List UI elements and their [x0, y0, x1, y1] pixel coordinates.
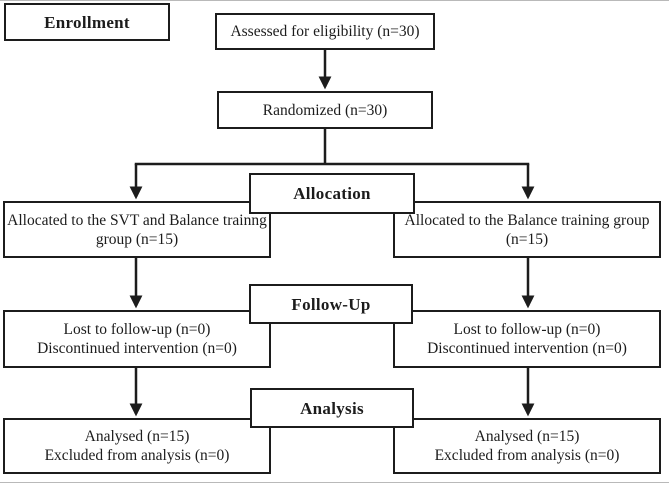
- allocated-svt-balance-box: Allocated to the SVT and Balance trainng…: [3, 201, 271, 258]
- allocated-svt-balance-line2: group (n=15): [95, 230, 179, 248]
- lost-to-follow-up-left: Lost to follow-up (n=0): [63, 321, 211, 338]
- excluded-from-analysis-left: Excluded from analysis (n=0): [44, 447, 230, 464]
- follow-up-right-box: Lost to follow-up (n=0) Discontinued int…: [393, 310, 661, 368]
- analysis-stage-text: Analysis: [300, 398, 364, 418]
- randomized-box: Randomized (n=30): [217, 91, 433, 129]
- image-top-border: [0, 0, 669, 1]
- lost-to-follow-up-right: Lost to follow-up (n=0): [453, 321, 601, 338]
- allocated-balance-box: Allocated to the Balance training group …: [393, 201, 661, 258]
- assessed-eligibility-text: Assessed for eligibility (n=30): [230, 23, 420, 40]
- randomized-text: Randomized (n=30): [262, 101, 388, 119]
- enrollment-stage-text: Enrollment: [44, 12, 130, 32]
- allocation-stage-text: Allocation: [293, 184, 371, 203]
- discontinued-intervention-left: Discontinued intervention (n=0): [37, 340, 237, 357]
- follow-up-stage-label: Follow-Up: [249, 284, 413, 324]
- allocated-balance-line2: (n=15): [505, 230, 549, 248]
- discontinued-intervention-right: Discontinued intervention (n=0): [427, 340, 627, 357]
- allocated-balance-line1: Allocated to the Balance training group: [404, 211, 650, 229]
- assessed-eligibility-box: Assessed for eligibility (n=30): [215, 13, 435, 50]
- analysed-left: Analysed (n=15): [84, 428, 190, 445]
- excluded-from-analysis-right: Excluded from analysis (n=0): [434, 447, 620, 464]
- follow-up-stage-text: Follow-Up: [291, 294, 371, 314]
- allocation-stage-label: Allocation: [249, 173, 415, 214]
- analysis-right-box: Analysed (n=15) Excluded from analysis (…: [393, 418, 661, 474]
- analysis-stage-label: Analysis: [250, 388, 414, 428]
- allocated-svt-balance-line1: Allocated to the SVT and Balance trainng: [7, 211, 267, 229]
- analysed-right: Analysed (n=15): [474, 428, 580, 445]
- analysis-left-box: Analysed (n=15) Excluded from analysis (…: [3, 418, 271, 474]
- enrollment-stage-label: Enrollment: [4, 3, 170, 41]
- follow-up-left-box: Lost to follow-up (n=0) Discontinued int…: [3, 310, 271, 368]
